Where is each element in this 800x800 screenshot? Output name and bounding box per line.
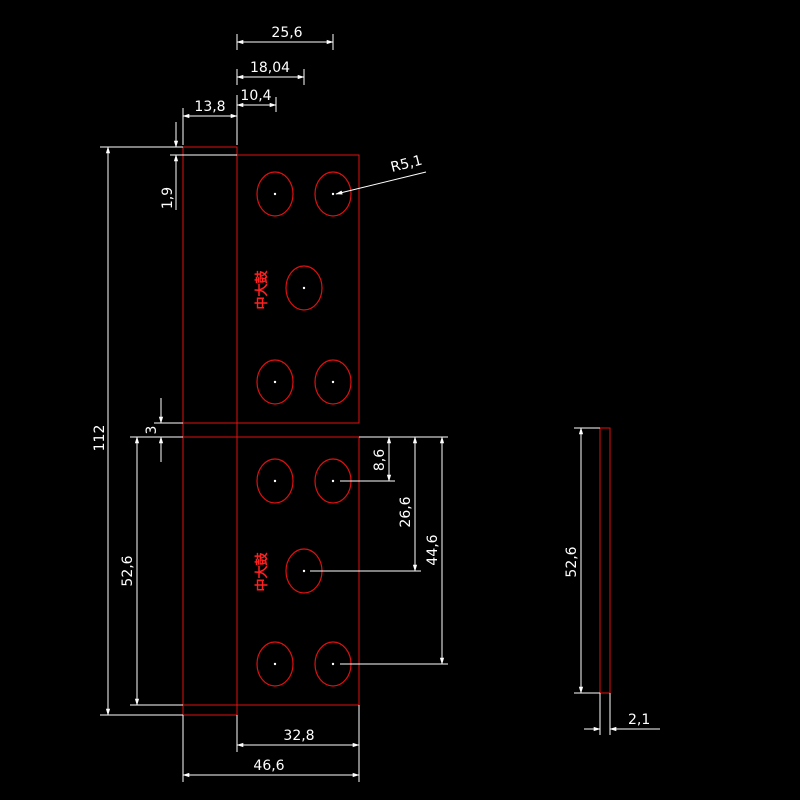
svg-text:112: 112 bbox=[92, 425, 108, 452]
dim-10-4: 10,4 bbox=[236, 88, 277, 112]
dim-52-6-left: 52,6 bbox=[120, 436, 183, 706]
dim-2-1: 2,1 bbox=[584, 693, 660, 735]
svg-text:2,1: 2,1 bbox=[628, 712, 650, 728]
hole-centers bbox=[273, 192, 335, 666]
hole-top-4 bbox=[256, 359, 294, 405]
leaf-label-top: 中大鼓 bbox=[254, 270, 270, 310]
svg-text:18,04: 18,04 bbox=[250, 60, 290, 76]
leaf-label-bottom: 中大鼓 bbox=[254, 552, 270, 592]
hole-top-1 bbox=[256, 171, 294, 217]
svg-text:52,6: 52,6 bbox=[120, 555, 136, 586]
svg-text:52,6: 52,6 bbox=[564, 546, 580, 577]
svg-text:8,6: 8,6 bbox=[372, 449, 388, 471]
hole-top-2 bbox=[314, 171, 352, 217]
svg-text:10,4: 10,4 bbox=[240, 88, 271, 104]
hole-top-3 bbox=[285, 265, 323, 311]
hole-bottom-1 bbox=[256, 458, 294, 504]
dim-13-8: 13,8 bbox=[182, 95, 238, 145]
hinge-part: 中大鼓 中大鼓 bbox=[182, 146, 611, 716]
dim-8-6: 8,6 bbox=[340, 436, 395, 482]
dim-32-8: 32,8 bbox=[236, 705, 360, 752]
knuckle-strip bbox=[182, 146, 238, 716]
svg-text:44,6: 44,6 bbox=[425, 534, 441, 565]
dim-r5-1: R5,1 bbox=[335, 153, 427, 195]
svg-text:R5,1: R5,1 bbox=[389, 153, 424, 176]
hole-bottom-4 bbox=[256, 641, 294, 687]
dimensions: 25,6 18,04 10,4 13,8 1,9 bbox=[92, 25, 660, 782]
svg-text:3: 3 bbox=[144, 426, 160, 435]
svg-text:13,8: 13,8 bbox=[194, 99, 225, 115]
dim-46-6: 46,6 bbox=[182, 715, 360, 782]
dim-25-6: 25,6 bbox=[236, 25, 334, 50]
dim-1-9: 1,9 bbox=[160, 122, 237, 210]
dim-44-6: 44,6 bbox=[340, 436, 448, 665]
svg-text:26,6: 26,6 bbox=[398, 496, 414, 527]
dim-112: 112 bbox=[92, 146, 183, 716]
dim-26-6: 26,6 bbox=[310, 436, 421, 572]
svg-text:1,9: 1,9 bbox=[160, 187, 176, 209]
dim-3: 3 bbox=[144, 398, 183, 462]
svg-text:25,6: 25,6 bbox=[271, 25, 302, 41]
hole-top-5 bbox=[314, 359, 352, 405]
dim-52-6-side: 52,6 bbox=[564, 427, 600, 694]
svg-text:46,6: 46,6 bbox=[253, 758, 284, 774]
dim-18-04: 18,04 bbox=[236, 60, 305, 85]
side-view-plate bbox=[599, 427, 611, 694]
svg-text:32,8: 32,8 bbox=[283, 728, 314, 744]
